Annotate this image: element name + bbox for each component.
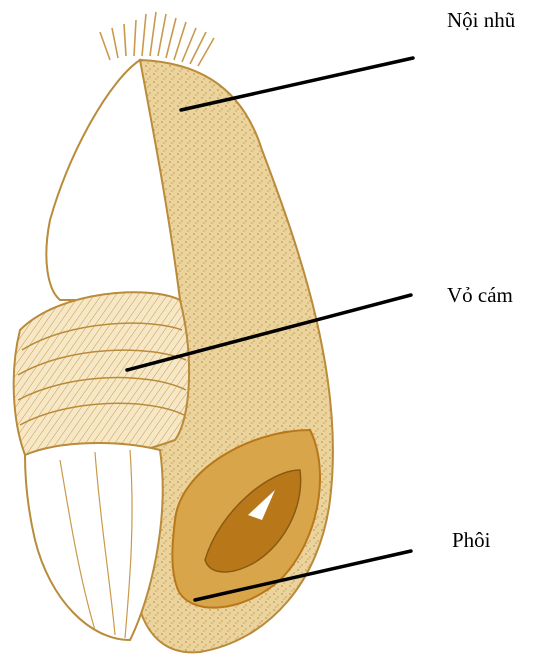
- label-embryo: Phôi: [452, 530, 491, 551]
- label-bran: Vỏ cám: [447, 285, 513, 306]
- label-endosperm: Nội nhũ: [447, 10, 515, 31]
- bristles: [100, 12, 214, 66]
- bran-layers: [14, 292, 189, 462]
- lower-hull: [25, 443, 163, 640]
